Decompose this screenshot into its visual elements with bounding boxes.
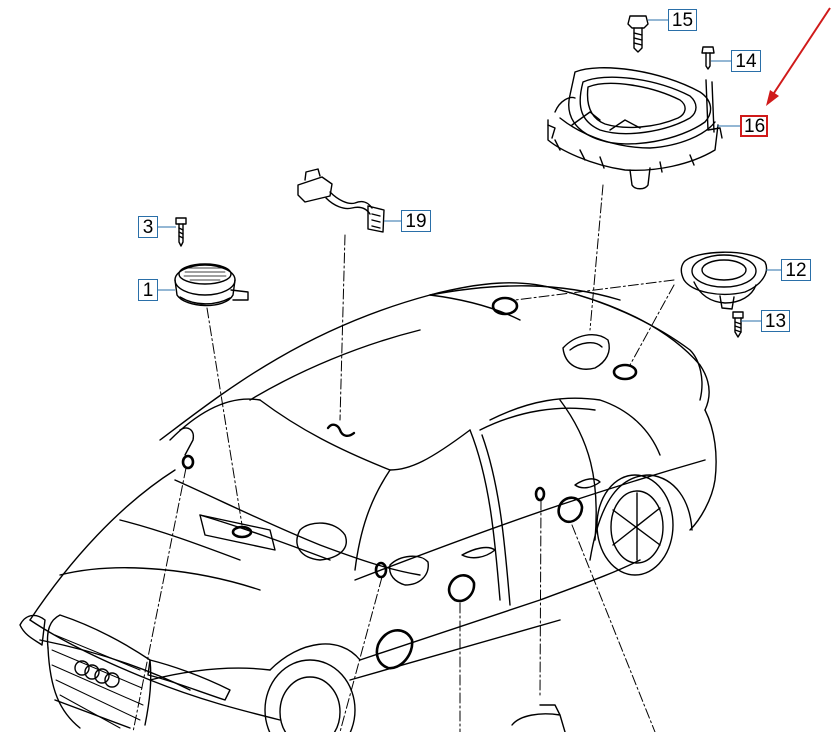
callout-16: 16 xyxy=(740,115,768,137)
callout-3: 3 xyxy=(138,216,158,238)
callout-13: 13 xyxy=(761,310,790,332)
callout-19: 19 xyxy=(401,210,431,232)
part-15-bolt xyxy=(627,15,649,53)
callout-12: 12 xyxy=(781,259,811,281)
part-1-tweeter xyxy=(174,263,249,307)
leader-lines xyxy=(132,184,675,732)
callout-14: 14 xyxy=(731,50,761,72)
part-3-screw xyxy=(175,217,187,247)
part-14-screw xyxy=(701,46,715,70)
speaker-openings xyxy=(181,296,638,670)
callout-1: 1 xyxy=(138,279,158,301)
part-16-speaker-housing xyxy=(547,67,723,190)
part-19-wiring xyxy=(297,168,385,233)
callout-15: 15 xyxy=(668,9,697,31)
part-12-speaker xyxy=(680,251,768,310)
red-arrow-icon xyxy=(766,7,831,106)
car-body xyxy=(19,282,717,732)
callout-ticks xyxy=(157,19,781,322)
roof-speaker-mount xyxy=(562,334,610,370)
part-13-screw xyxy=(732,311,744,338)
